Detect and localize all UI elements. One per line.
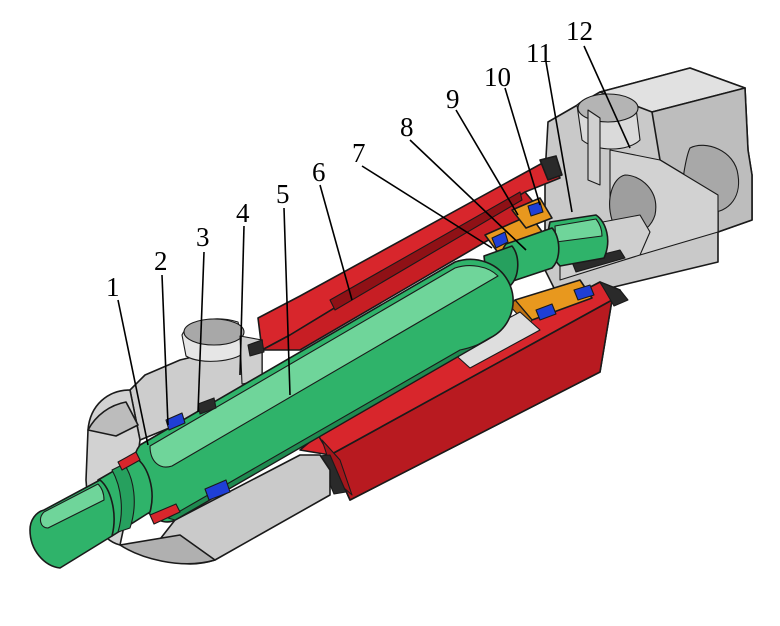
callout-5: 5 (276, 179, 290, 209)
piston-rod (29, 214, 609, 569)
barrel (257, 155, 629, 501)
leader-4 (239, 225, 245, 376)
leader-7 (361, 165, 493, 249)
leader-11 (545, 61, 573, 213)
leader-12 (583, 45, 631, 149)
leader-10 (504, 87, 541, 206)
callout-4: 4 (236, 198, 250, 228)
leader-1 (117, 299, 149, 446)
callout-8: 8 (400, 112, 414, 142)
callout-labels: 1 2 3 4 5 6 7 8 9 10 11 12 (106, 16, 593, 302)
rear-end-cap (544, 67, 753, 301)
leader-lines (117, 45, 631, 446)
callout-7: 7 (352, 138, 366, 168)
leader-3 (197, 251, 205, 413)
leader-9 (455, 109, 519, 216)
callout-1: 1 (106, 272, 120, 302)
leader-6 (319, 184, 353, 301)
callout-9: 9 (446, 84, 460, 114)
callout-6: 6 (312, 157, 326, 187)
leader-2 (161, 274, 169, 426)
callout-2: 2 (154, 246, 168, 276)
leader-8 (409, 139, 527, 251)
callout-10: 10 (484, 62, 511, 92)
leader-5 (283, 207, 291, 396)
callout-12: 12 (566, 16, 593, 46)
callout-11: 11 (526, 38, 552, 68)
callout-3: 3 (196, 222, 210, 252)
